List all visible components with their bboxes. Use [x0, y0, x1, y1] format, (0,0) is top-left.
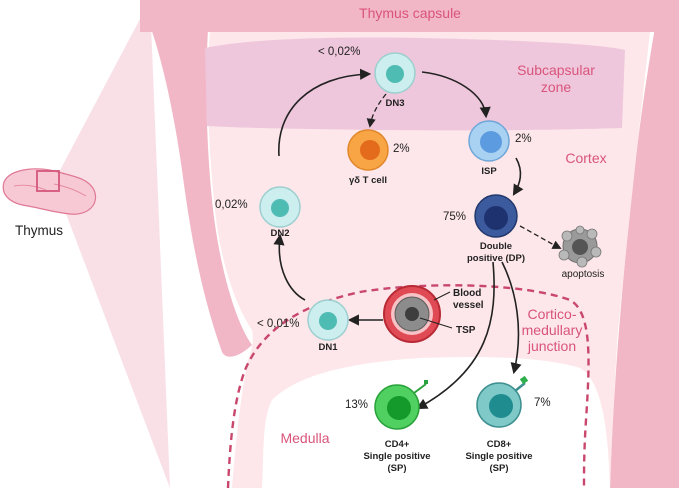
subcapsular-label-line1: Subcapsular	[517, 62, 595, 78]
corticomedullary-boundary	[226, 284, 590, 488]
cell-isp	[468, 120, 510, 162]
dn2-percentage: 0,02%	[215, 199, 248, 211]
vessel-label-line1: Blood	[453, 288, 481, 299]
zoom-box	[36, 170, 60, 192]
isp-percentage: 2%	[515, 133, 532, 145]
vessel-leader	[433, 291, 451, 301]
dn1-label: DN1	[318, 342, 338, 353]
arrow-dp-to-apoptosis	[519, 225, 562, 249]
cd4-percentage: 13%	[345, 399, 368, 411]
capsule-band	[140, 0, 679, 488]
cm-junction-label-line3: junction	[527, 338, 576, 354]
arrow-dn3-to-gd	[366, 93, 387, 128]
dn1-percentage: < 0,01%	[257, 318, 300, 330]
cd4-label-line2: Single positive	[363, 451, 430, 462]
cell-cd8-sp	[476, 375, 529, 428]
tsp-label: TSP	[456, 325, 476, 336]
arrow-dn3-to-isp	[421, 71, 491, 119]
vessel-label-line2: vessel	[453, 300, 484, 311]
cm-junction-label-line2: medullary	[522, 322, 583, 338]
cd8-percentage: 7%	[534, 397, 551, 409]
cortex-label: Cortex	[565, 150, 606, 166]
gd-label: γδ T cell	[349, 175, 387, 186]
arrow-dn1-to-dn2	[273, 233, 306, 301]
cell-dn1	[307, 299, 349, 341]
dn3-percentage: < 0,02%	[318, 46, 361, 58]
dp-percentage: 75%	[443, 211, 466, 223]
dp-label-line1: Double	[480, 241, 512, 252]
blood-vessel	[383, 285, 441, 343]
cd8-label-line1: CD8+	[487, 439, 512, 450]
cell-double-positive	[474, 194, 518, 238]
medulla-region	[262, 357, 610, 488]
arrow-dp-to-cd8	[501, 261, 522, 375]
cd8-label-line3: (SP)	[490, 463, 509, 474]
subcapsular-zone	[205, 37, 625, 131]
arrow-dn2-to-dn3	[278, 68, 372, 157]
capsule-left-band	[140, 0, 252, 357]
cell-gamma-delta	[347, 129, 389, 171]
subcapsular-label-line2: zone	[541, 79, 572, 95]
isp-label: ISP	[481, 166, 497, 177]
thymus-label: Thymus	[15, 223, 63, 238]
arrow-isp-to-dp	[512, 157, 524, 196]
cd8-label-line2: Single positive	[465, 451, 532, 462]
zoom-wedge	[57, 0, 170, 488]
capsule-label: Thymus capsule	[359, 5, 461, 21]
cell-cd4-sp	[374, 380, 428, 430]
dn3-label: DN3	[385, 98, 404, 109]
gd-percentage: 2%	[393, 143, 410, 155]
cell-dn2	[259, 186, 301, 228]
dn2-label: DN2	[270, 228, 289, 239]
arrow-dp-to-cd4	[416, 261, 495, 410]
tsp-leader	[419, 317, 453, 329]
capsule-top-band	[140, 0, 679, 32]
cd4-label-line1: CD4+	[385, 439, 410, 450]
apoptotic-cell	[558, 225, 602, 268]
medulla-label: Medulla	[280, 430, 329, 446]
cd4-label-line3: (SP)	[388, 463, 407, 474]
cm-junction-label-line1: Cortico-	[527, 306, 576, 322]
thymus-organ-icon	[2, 168, 97, 215]
dp-label-line2: positive (DP)	[467, 253, 525, 264]
apoptosis-label: apoptosis	[562, 269, 605, 280]
cell-dn3	[374, 52, 416, 94]
